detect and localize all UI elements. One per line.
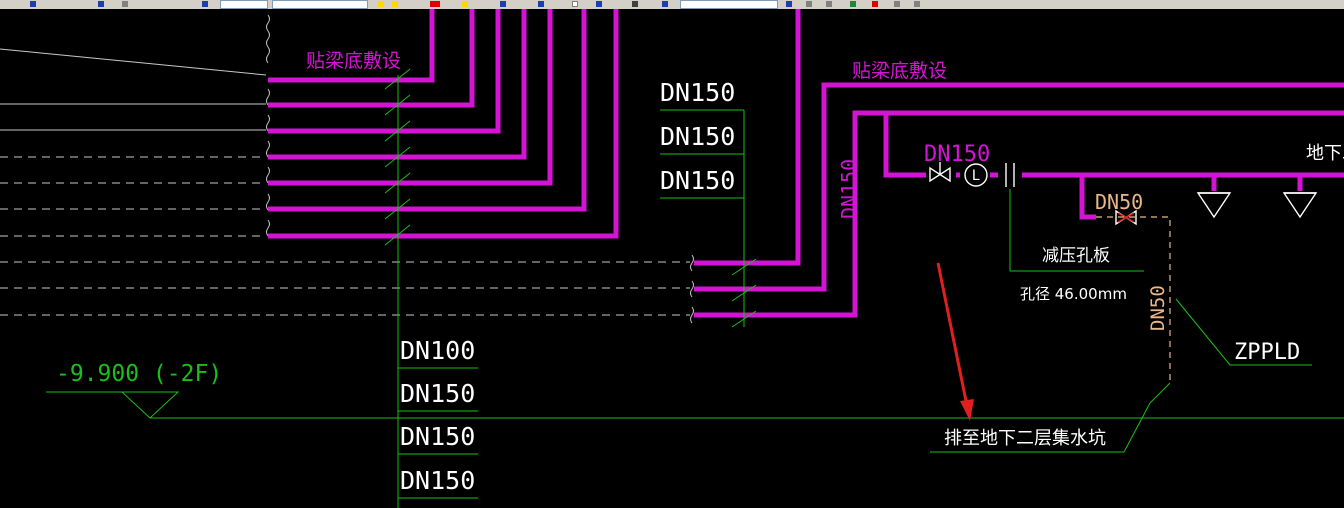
light-bulb-icon[interactable] [378, 1, 384, 7]
arrow-icon[interactable] [30, 1, 36, 7]
zoom-icon[interactable] [894, 1, 900, 7]
sprinkler-head-icon [1282, 192, 1318, 219]
page-icon[interactable] [572, 1, 578, 7]
text-style-icon[interactable] [662, 1, 668, 7]
spreadsheet-icon[interactable] [850, 1, 856, 7]
pipe-line [268, 9, 587, 212]
pipe-line [268, 9, 501, 134]
pipe-network [268, 9, 1344, 318]
pipe-line [268, 9, 553, 186]
sprinkler-head-icon [1196, 192, 1232, 219]
pipe-line [694, 9, 801, 266]
pipe-line [1079, 175, 1096, 220]
equipment-tag: ZPPLD [1234, 340, 1300, 365]
cursor-icon[interactable] [98, 1, 104, 7]
export-icon[interactable] [914, 1, 920, 7]
orifice-plate-label: 减压孔板 [1042, 246, 1110, 266]
orifice-plate-icon [1005, 163, 1015, 187]
orifice-diameter-label: 孔径 46.00mm [1020, 285, 1127, 303]
pipe-size-label: DN150 [660, 122, 735, 151]
color-swatch-icon[interactable] [430, 1, 440, 7]
drain-line [1096, 216, 1171, 383]
beam-bottom-label: 贴梁底敷设 [306, 50, 401, 72]
pen-icon[interactable] [462, 1, 468, 7]
grid-icon[interactable] [786, 1, 792, 7]
background-lines [0, 14, 694, 324]
pipe-size-label: DN150 [660, 78, 735, 107]
pipe-size-label: DN150 [400, 379, 475, 408]
pipe-size-label: DN50 [1147, 285, 1169, 331]
pipe-line [694, 110, 1344, 318]
test-valve-icon [1115, 209, 1137, 226]
elevation-label: -9.900 (-2F) [56, 361, 222, 387]
measure-icon[interactable] [632, 1, 638, 7]
gate-valve-icon [929, 162, 951, 183]
pipe-size-label: DN150 [837, 159, 861, 219]
drawing-canvas[interactable]: L [0, 9, 1344, 508]
pipe-line [268, 9, 619, 239]
leader-lines [46, 68, 1344, 508]
beam-bottom-label: 贴梁底敷设 [852, 60, 947, 82]
pipe-size-label: DN150 [924, 142, 990, 167]
text-style-combo[interactable] [680, 0, 778, 9]
pipe-size-label: DN150 [400, 422, 475, 451]
pipe-line [268, 9, 527, 160]
pipe-line [883, 113, 1344, 178]
linetype-icon[interactable] [500, 1, 506, 7]
pipe-line [268, 9, 435, 83]
drain-note: 排至地下二层集水坑 [944, 428, 1106, 449]
sun-icon[interactable] [392, 1, 398, 7]
pipe-size-label: DN50 [1095, 190, 1143, 214]
annotation-arrow [936, 262, 974, 421]
pipe-line [694, 82, 1344, 292]
flow-meter-symbol: L [972, 168, 980, 184]
plot-style-icon[interactable] [596, 1, 602, 7]
close-icon[interactable] [872, 1, 878, 7]
floor-label: 地下二 [1306, 143, 1344, 164]
properties-icon[interactable] [122, 1, 128, 7]
pipe-size-label: DN150 [400, 466, 475, 495]
table-icon[interactable] [826, 1, 832, 7]
labels: 贴梁底敷设 贴梁底敷设 DN150 DN150 DN150 DN150 DN15… [56, 50, 1344, 495]
pipe-size-label: DN150 [660, 166, 735, 195]
flow-meter-icon: L [964, 163, 988, 187]
lineweight-icon[interactable] [538, 1, 544, 7]
pipe-line [268, 9, 475, 108]
snap-icon[interactable] [806, 1, 812, 7]
fittings: L [929, 162, 1318, 226]
layer-combo[interactable] [220, 0, 268, 9]
save-icon[interactable] [202, 1, 208, 7]
style-combo[interactable] [272, 0, 368, 9]
pipe-size-label: DN100 [400, 336, 475, 365]
